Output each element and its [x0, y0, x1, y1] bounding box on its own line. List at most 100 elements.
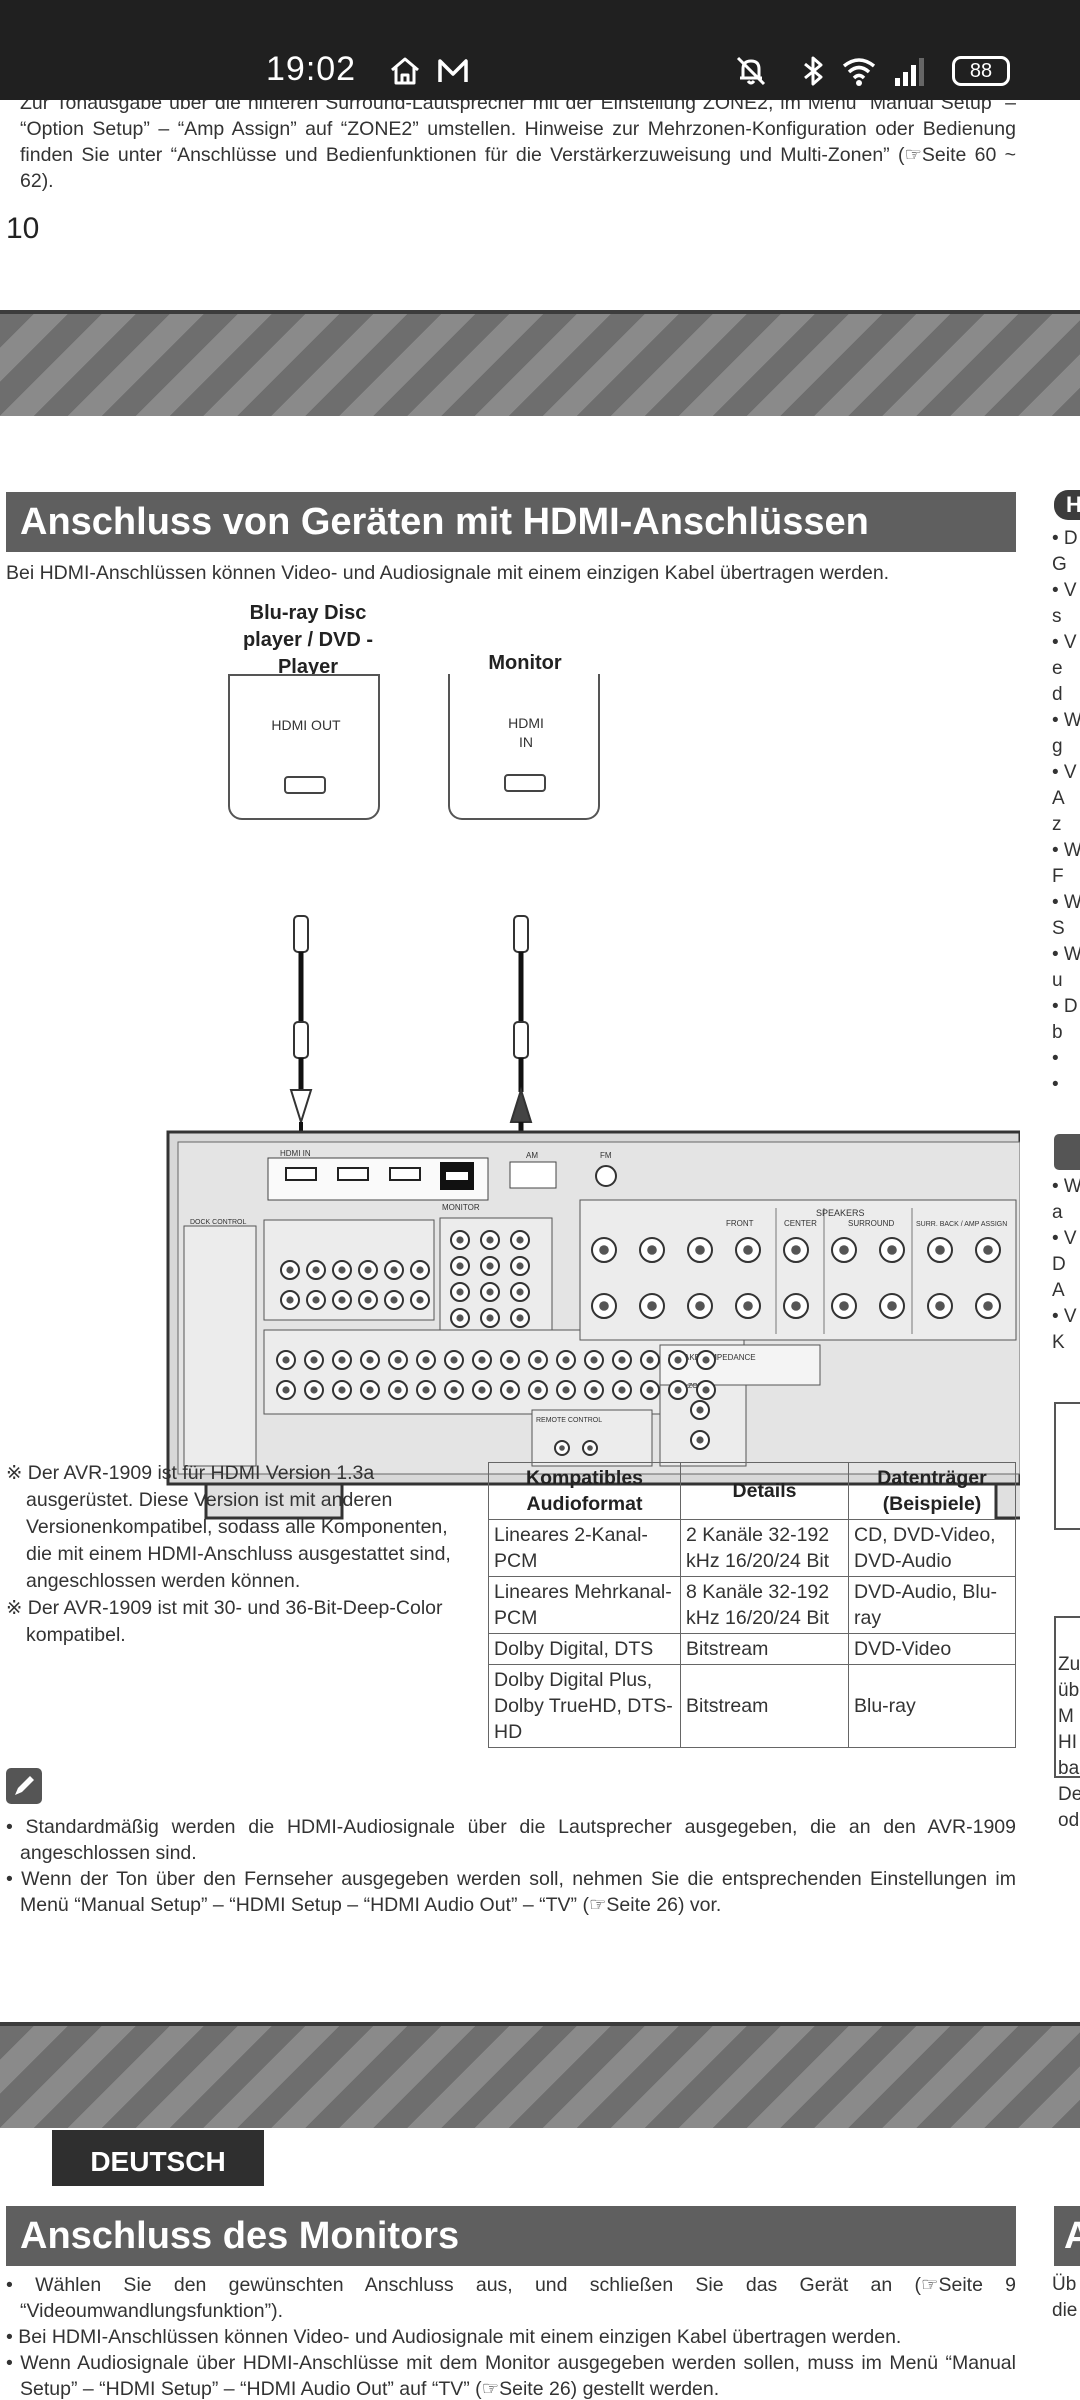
- hdmi-notes: ※ Der AVR-1909 ist für HDMI Version 1.3a…: [6, 1460, 456, 1649]
- jack-center: [312, 1266, 320, 1274]
- jack-center: [590, 1386, 598, 1394]
- jack-center: [587, 1445, 593, 1451]
- note-deep-color: ※ Der AVR-1909 ist mit 30- und 36-Bit-De…: [6, 1597, 443, 1646]
- home-icon: [391, 57, 419, 85]
- jack-center: [506, 1356, 514, 1364]
- jack-center: [456, 1314, 464, 1322]
- jack-center: [696, 1436, 704, 1444]
- jack-center: [590, 1356, 598, 1364]
- clock: 19:02: [266, 50, 357, 88]
- center-label: CENTER: [784, 1219, 817, 1228]
- section-title-monitor: Anschluss des Monitors: [6, 2206, 1016, 2266]
- av-receiver-rear-panel: SPEAKERS FRONT CENTER SURROUND SURR. BAC…: [166, 1130, 1020, 1520]
- hdmi-out-port: [284, 776, 326, 794]
- am-label: AM: [526, 1151, 538, 1160]
- jack-center: [839, 1301, 849, 1311]
- table-cell: 2 Kanäle 32-192 kHz 16/20/24 Bit: [680, 1519, 849, 1577]
- jack-center: [791, 1301, 801, 1311]
- bullet-item: • Wenn Audiosignale über HDMI-Anschlüsse…: [6, 2352, 1016, 2400]
- speakers-label: SPEAKERS: [816, 1208, 865, 1218]
- jack-center: [562, 1386, 570, 1394]
- jack-center: [310, 1356, 318, 1364]
- bluray-port-label: HDMI OUT: [271, 717, 341, 733]
- monitor-bullets: • Wählen Sie den gewünschten Anschluss a…: [6, 2272, 1016, 2400]
- hdmi-bullets: • Standardmäßig werden die HDMI-Audiosig…: [6, 1814, 1016, 1918]
- jack-center: [338, 1356, 346, 1364]
- jack-center: [646, 1386, 654, 1394]
- dock-control-label: DOCK CONTROL: [190, 1219, 247, 1226]
- hdmi-in-label: HDMI IN: [280, 1149, 311, 1158]
- side-box-2: [1054, 1616, 1080, 1778]
- jack-center: [456, 1262, 464, 1270]
- jack-center: [674, 1356, 682, 1364]
- table-header-row: Kompatibles Audioformat Details Datenträ…: [488, 1462, 1016, 1520]
- jack-center: [394, 1356, 402, 1364]
- jack-center: [674, 1386, 682, 1394]
- document-viewer[interactable]: Zur Tonausgabe über die hinteren Surroun…: [0, 100, 1080, 2400]
- jack-center: [887, 1245, 897, 1255]
- page-separator: [0, 310, 1080, 416]
- jack-center: [983, 1245, 993, 1255]
- bluray-player-box: HDMI OUT: [228, 674, 380, 820]
- jack-center: [935, 1245, 945, 1255]
- pencil-note-icon: [6, 1768, 42, 1804]
- monitor-out-label: MONITOR: [442, 1203, 480, 1212]
- jack-center: [364, 1296, 372, 1304]
- table-cell: CD, DVD-Video, DVD-Audio: [848, 1519, 1016, 1577]
- status-bar: 19:02 88: [0, 0, 1080, 100]
- table-cell: 8 Kanäle 32-192 kHz 16/20/24 Bit: [680, 1576, 849, 1634]
- jack-center: [286, 1266, 294, 1274]
- jack-center: [534, 1356, 542, 1364]
- bullet-item: • Standardmäßig werden die HDMI-Audiosig…: [6, 1816, 1016, 1864]
- pencil-note-icon-side: [1054, 1134, 1080, 1170]
- jack-center: [743, 1301, 753, 1311]
- jack-center: [282, 1386, 290, 1394]
- table-cell: Bitstream: [680, 1633, 849, 1665]
- table-row: Dolby Digital, DTS Bitstream DVD-Video: [488, 1633, 1016, 1665]
- surround-label: SURROUND: [848, 1219, 894, 1228]
- bluetooth-icon: [804, 56, 823, 86]
- jack-center: [286, 1296, 294, 1304]
- hdmi-connection-diagram: SPEAKERS FRONT CENTER SURROUND SURR. BAC…: [166, 915, 1020, 1520]
- table-header: Datenträger (Beispiele): [848, 1462, 1016, 1520]
- monitor-port-label: HDMI IN: [508, 715, 544, 750]
- jack-center: [839, 1245, 849, 1255]
- top-paragraph: Zur Tonausgabe über die hinteren Surroun…: [20, 100, 1016, 192]
- jack-center: [456, 1288, 464, 1296]
- table-header: Kompatibles Audioformat: [488, 1462, 681, 1520]
- jack-center: [366, 1356, 374, 1364]
- side-box-1: [1054, 1402, 1080, 1530]
- jack-center: [450, 1356, 458, 1364]
- jack-center: [486, 1314, 494, 1322]
- jack-center: [394, 1386, 402, 1394]
- jack-center: [599, 1245, 609, 1255]
- jack-center: [282, 1356, 290, 1364]
- jack-center: [618, 1356, 626, 1364]
- jack-center: [743, 1245, 753, 1255]
- jack-center: [516, 1288, 524, 1296]
- section-title-hdmi: Anschluss von Geräten mit HDMI-Anschlüss…: [6, 492, 1016, 552]
- front-label: FRONT: [726, 1219, 754, 1228]
- jack-center: [486, 1262, 494, 1270]
- jack-center: [702, 1386, 710, 1394]
- jack-center: [450, 1386, 458, 1394]
- table-cell: DVD-Audio, Blu-ray: [848, 1576, 1016, 1634]
- bullet-item: • Wählen Sie den gewünschten Anschluss a…: [6, 2274, 1016, 2322]
- jack-center: [478, 1386, 486, 1394]
- side-column-monitor: Üb die: [1052, 2274, 1078, 2321]
- bluray-player-label: Blu-ray Disc player / DVD -Player: [242, 602, 374, 678]
- table-cell: Blu-ray: [848, 1664, 1016, 1748]
- jack-center: [516, 1314, 524, 1322]
- jack-center: [310, 1386, 318, 1394]
- table-cell: Lineares Mehrkanal-PCM: [488, 1576, 681, 1634]
- jack-center: [983, 1301, 993, 1311]
- mute-icon: [736, 56, 766, 86]
- jack-center: [791, 1245, 801, 1255]
- jack-center: [422, 1386, 430, 1394]
- wifi-icon: [842, 58, 876, 86]
- jack-center: [516, 1262, 524, 1270]
- side-tab-hdmi: H: [1054, 490, 1080, 520]
